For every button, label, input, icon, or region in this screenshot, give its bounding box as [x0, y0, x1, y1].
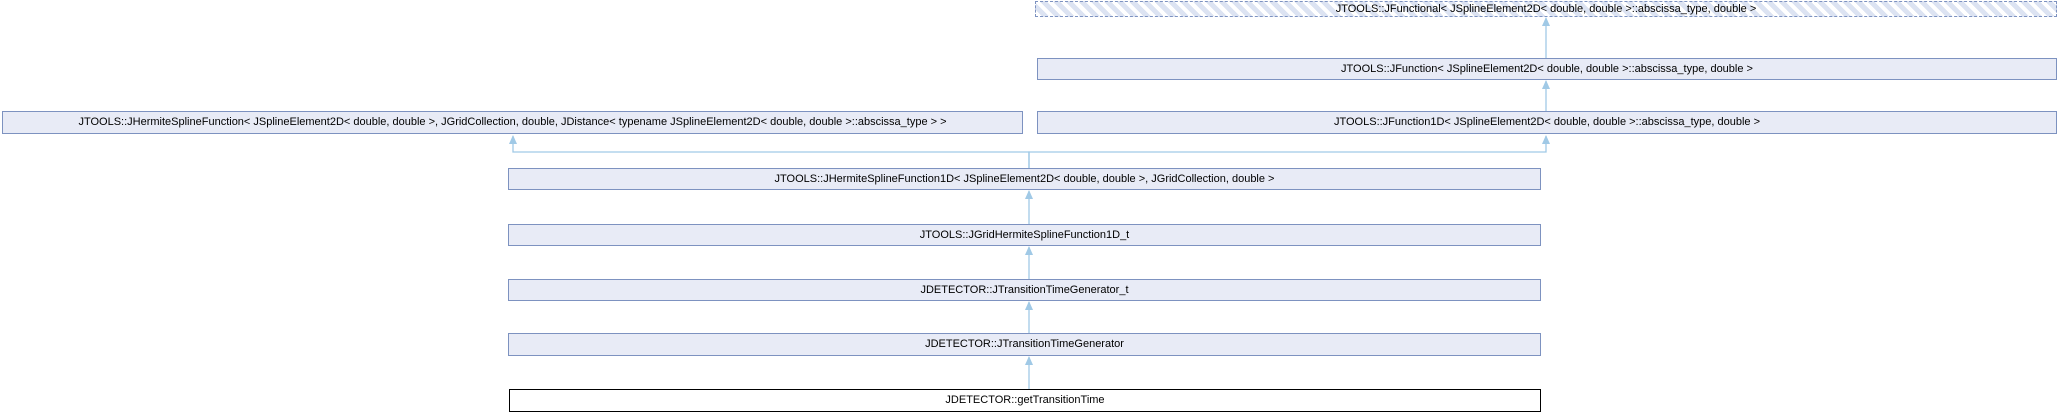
node-label: JTOOLS::JHermiteSplineFunction1D< JSplin… [774, 172, 1275, 185]
node-jfunction[interactable]: JTOOLS::JFunction< JSplineElement2D< dou… [1037, 58, 2057, 80]
node-label: JTOOLS::JFunction< JSplineElement2D< dou… [1341, 62, 1753, 75]
node-jfunction1d[interactable]: JTOOLS::JFunction1D< JSplineElement2D< d… [1037, 111, 2057, 134]
node-label: JDETECTOR::getTransitionTime [945, 394, 1105, 406]
node-jfunctional: JTOOLS::JFunctional< JSplineElement2D< d… [1035, 1, 2057, 17]
inheritance-arrowhead [509, 135, 517, 144]
node-jhermitesplinefunction[interactable]: JTOOLS::JHermiteSplineFunction< JSplineE… [2, 111, 1023, 134]
inheritance-arrowhead [1025, 246, 1033, 255]
node-label: JTOOLS::JFunctional< JSplineElement2D< d… [1335, 2, 1757, 15]
node-jgridhermitesplinefunction1d_t[interactable]: JTOOLS::JGridHermiteSplineFunction1D_t [508, 224, 1541, 246]
inheritance-arrowhead [1025, 190, 1033, 199]
node-label: JTOOLS::JHermiteSplineFunction< JSplineE… [78, 116, 947, 128]
inheritance-arrowhead [1542, 17, 1550, 26]
inheritance-arrowhead [1025, 356, 1033, 365]
node-label: JDETECTOR::JTransitionTimeGenerator [925, 338, 1124, 350]
node-label: JTOOLS::JFunction1D< JSplineElement2D< d… [1333, 116, 1760, 128]
node-label: JTOOLS::JGridHermiteSplineFunction1D_t [919, 228, 1130, 241]
node-gettransitiontime: JDETECTOR::getTransitionTime [509, 389, 1541, 412]
inheritance-arrowhead [1542, 135, 1550, 144]
edge-jhermitesplinefunction1d-to-jhermitesplinefunction [512, 136, 1030, 168]
node-label: JDETECTOR::JTransitionTimeGenerator_t [920, 283, 1129, 296]
inheritance-arrowhead [1025, 301, 1033, 310]
edge-jhermitesplinefunction1d-to-jfunction1d [1028, 136, 1547, 168]
node-jhermitesplinefunction1d[interactable]: JTOOLS::JHermiteSplineFunction1D< JSplin… [508, 168, 1541, 190]
node-jtransitiontimegenerator[interactable]: JDETECTOR::JTransitionTimeGenerator [508, 333, 1541, 356]
node-jtransitiontimegenerator_t[interactable]: JDETECTOR::JTransitionTimeGenerator_t [508, 279, 1541, 301]
inheritance-arrowhead [1542, 80, 1550, 89]
